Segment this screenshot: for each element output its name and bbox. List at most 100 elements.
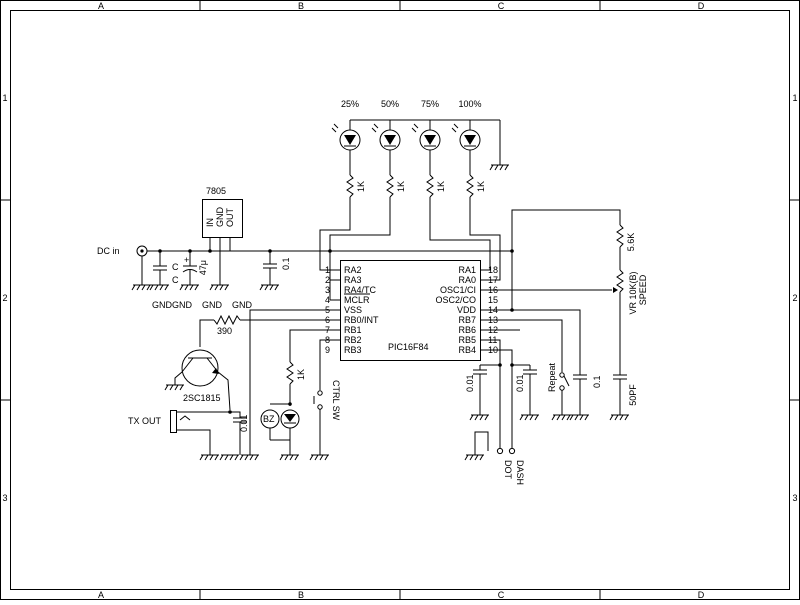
pin-label: VSS [344, 305, 362, 315]
led-percent-label: 100% [458, 99, 481, 109]
chip-pin-4: 4 MCLR [325, 293, 370, 305]
capacitor-47u: + 47μ [179, 249, 208, 291]
led-100pct: 100% 1K [451, 99, 486, 200]
row-label-3-left: 3 [2, 493, 7, 503]
pin-label: RB7 [458, 315, 476, 325]
pin-number: 18 [488, 265, 498, 275]
led-wiring [239, 200, 514, 461]
repeat-label: Repeat [547, 362, 557, 392]
led-75pct: 75% 1K [411, 99, 446, 200]
col-label-c-top: C [498, 1, 505, 11]
cap-47u-label: 47μ [198, 260, 208, 275]
r-1k-bz-label: 1K [296, 369, 306, 380]
ctrl-sw-label: CTRL SW [331, 380, 341, 421]
pin-label: RB1 [344, 325, 362, 335]
pin-label: RA0 [458, 275, 476, 285]
led-50pct: 50% 1K [371, 99, 406, 200]
pin-label: VDD [457, 305, 477, 315]
dc-in-label: DC in [97, 246, 120, 256]
reg-pin-out: OUT [225, 208, 235, 228]
led-ground [350, 119, 510, 171]
pin-label: MCLR [344, 295, 370, 305]
bz-label: BZ [263, 414, 275, 424]
pin-label: OSC1/CI [440, 285, 476, 295]
chip-pin-9: 9 RB3 [325, 345, 362, 355]
led-percent-label: 25% [341, 99, 359, 109]
led-resistor-label: 1K [396, 181, 406, 192]
row-label-2-right: 2 [792, 293, 797, 303]
pin-number: 15 [488, 295, 498, 305]
reg-pin-gnd: GND [215, 207, 225, 228]
reg-pin-in: IN [205, 218, 215, 227]
gnd-label-2: GND [172, 300, 193, 310]
dc-input: DC in [97, 245, 330, 291]
chip-pin-2: 2 RA3 [325, 275, 362, 285]
col-label-a-top: A [98, 1, 104, 11]
pin-label: RB3 [344, 345, 362, 355]
chip-pin-3: 3 RA4/TC [325, 285, 377, 295]
pin-label: RA2 [344, 265, 362, 275]
cap-0.01c-label: 0.01 [515, 374, 525, 392]
cap-0.01a-label: 0.01 [239, 414, 249, 432]
regulator-7805: 7805 IN GND OUT [202, 186, 243, 291]
pin-label: RB4 [458, 345, 476, 355]
r-390-label: 390 [217, 326, 232, 336]
dash-label: DASH [515, 460, 525, 485]
cap-c2-label: C [172, 275, 179, 285]
col-label-a-bottom: A [98, 590, 104, 600]
paddle-section: DOT DASH 0.01 0.01 [464, 339, 540, 485]
col-label-d-bottom: D [698, 590, 705, 600]
cap-50pf-label: 50PF [628, 384, 638, 406]
chip-pin-15: OSC2/CO 15 [435, 295, 498, 305]
cap-0.1a-label: 0.1 [281, 257, 291, 270]
regulator-name: 7805 [206, 186, 226, 196]
cap-c1-label: C [172, 262, 179, 272]
cap-0.1b-label: 0.1 [592, 375, 602, 388]
pin-label: RB2 [344, 335, 362, 345]
gnd-label-4: GND [232, 300, 253, 310]
col-label-d-top: D [698, 1, 705, 11]
led-resistor-label: 1K [436, 181, 446, 192]
capacitor-0.1-a: 0.1 [259, 249, 291, 291]
pin-label: RA4/TC [344, 285, 377, 295]
pin-number: 3 [325, 285, 330, 295]
vr-label: VR 10K(B) [628, 271, 638, 314]
pin-label: RA1 [458, 265, 476, 275]
pin-number: 2 [325, 275, 330, 285]
tx-output-section: 390 2SC1815 TX OUT 0.01 [128, 314, 340, 461]
led-25pct: 25%1K [331, 99, 366, 200]
r-5.6k-label: 5.6K [626, 233, 636, 252]
pin-label: RB0/INT [344, 315, 379, 325]
led-resistor-label: 1K [476, 181, 486, 192]
col-label-b-bottom: B [298, 590, 304, 600]
chip-pin-18: RA1 18 [458, 265, 498, 275]
led-bar: 25%1K 50% 1K 75% 1K 100% 1K [331, 99, 486, 200]
col-label-c-bottom: C [498, 590, 505, 600]
buzzer-section: 1K BZ CTRL SW [260, 329, 341, 461]
capacitor-c1: C C [149, 249, 179, 291]
cap-0.01b-label: 0.01 [465, 374, 475, 392]
col-label-b-top: B [298, 1, 304, 11]
transistor-label: 2SC1815 [183, 393, 221, 403]
led-percent-label: 50% [381, 99, 399, 109]
pin-number: 4 [325, 295, 330, 305]
led-percent-label: 75% [421, 99, 439, 109]
row-label-2-left: 2 [2, 293, 7, 303]
row-label-1-left: 1 [2, 93, 7, 103]
gnd-label-3: GND [202, 300, 223, 310]
row-label-3-right: 3 [792, 493, 797, 503]
rc-oscillator: 5.6K VR 10K(B) SPEED 50PF [480, 209, 648, 421]
pin-label: RA3 [344, 275, 362, 285]
repeat-switch-section: Repeat 0.1 [480, 309, 602, 421]
tx-out-label: TX OUT [128, 416, 162, 426]
chip-name: PIC16F84 [388, 342, 429, 352]
row-label-1-right: 1 [792, 93, 797, 103]
pin-number: 9 [325, 345, 330, 355]
pin-label: RB6 [458, 325, 476, 335]
pin-label: OSC2/CO [435, 295, 476, 305]
svg-text:+: + [184, 255, 189, 265]
dot-label: DOT [503, 460, 513, 480]
